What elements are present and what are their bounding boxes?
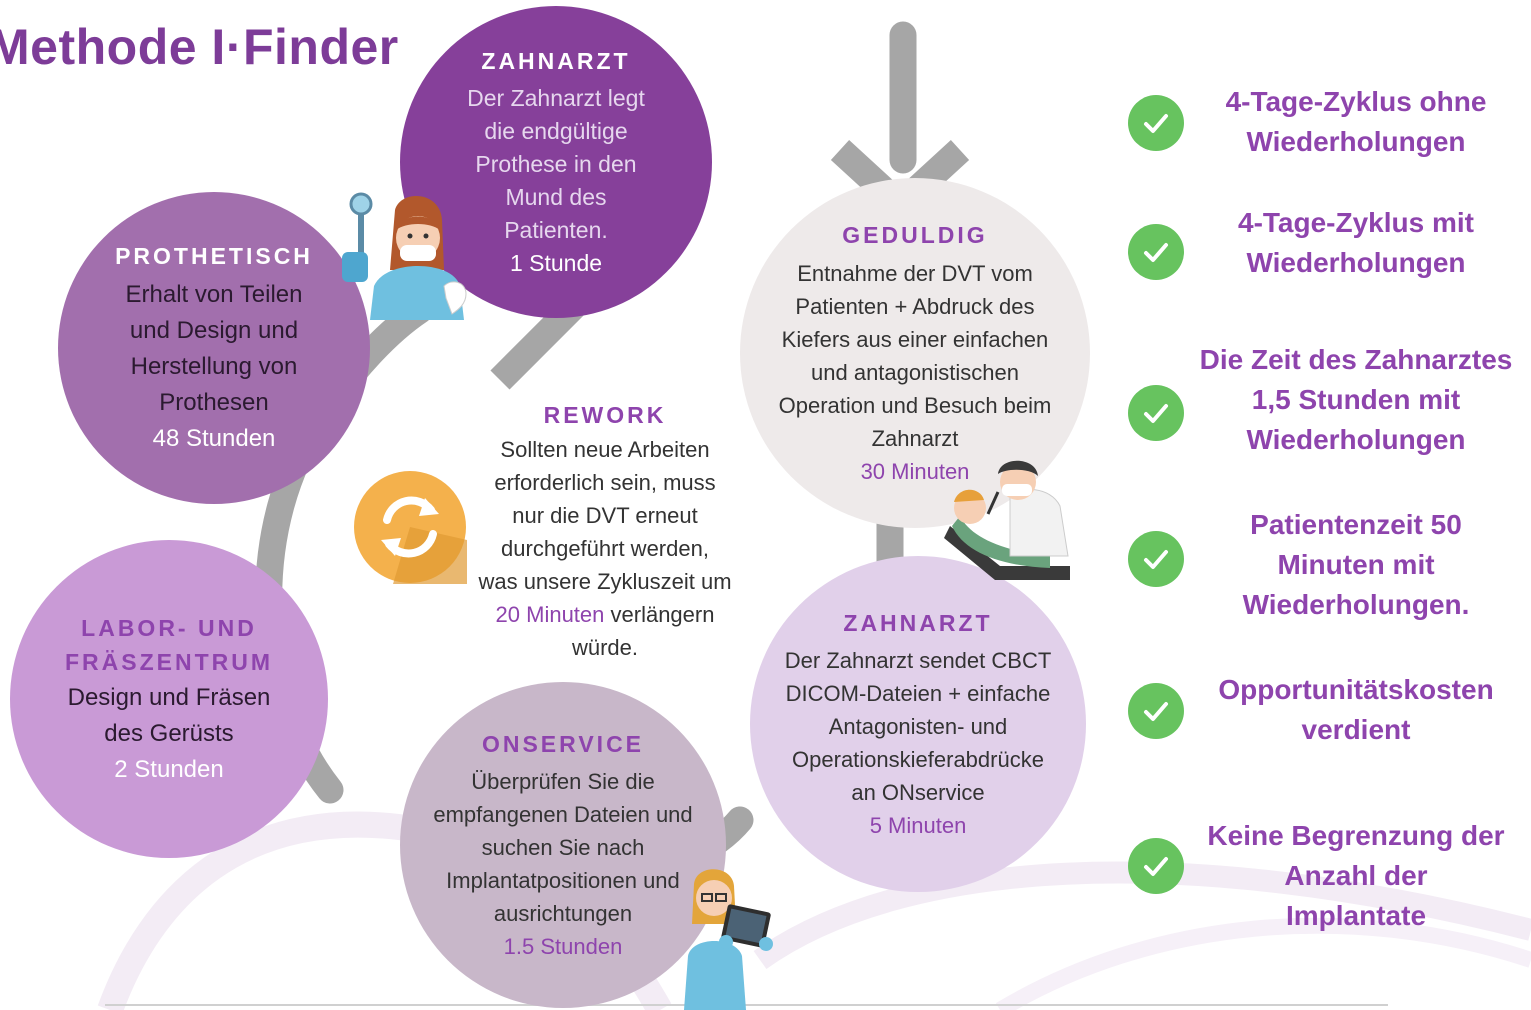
benefit-line: Die Zeit des Zahnarztes (1199, 344, 1513, 375)
rework-title: REWORK (543, 402, 667, 428)
step-body-line: Antagonisten- und (828, 714, 1008, 740)
benefit-item: 4-Tage-Zyklus ohne Wiederholungen (1188, 82, 1524, 162)
step-body-line: DICOM-Dateien + einfache (785, 681, 1051, 707)
step-title-line: LABOR- UND (81, 614, 257, 641)
step-title-line: FRÄSZENTRUM (64, 649, 274, 675)
benefit-item: Opportunitätskosten verdient (1188, 670, 1524, 750)
step-body-line: die endgültige (484, 118, 628, 145)
step-prothetisch: PROTHETISCH Erhalt von Teilen und Design… (58, 192, 370, 504)
benefit-line: Opportunitätskosten (1218, 674, 1494, 705)
step-body-line: Der Zahnarzt sendet CBCT (784, 648, 1052, 674)
step-body-line: Implantatpositionen und (446, 868, 680, 894)
step-body: Design und Fräsen des Gerüsts (68, 680, 271, 752)
step-body: Entnahme der DVT vom Patienten + Abdruck… (779, 257, 1052, 455)
benefit-line: verdient (1301, 714, 1411, 745)
step-time: 2 Stunden (114, 755, 224, 783)
step-zahnarzt-send: ZAHNARZT Der Zahnarzt sendet CBCT DICOM-… (750, 556, 1086, 892)
step-body-line: und antagonistischen (811, 359, 1019, 385)
step-body-line: Mund des (505, 184, 607, 211)
step-body-line: Operationskieferabdrücke (792, 747, 1044, 773)
step-body-line: Herstellung von (130, 353, 298, 381)
benefit-item: Keine Begrenzung der Anzahl der Implanta… (1188, 816, 1524, 936)
benefit-line: 4-Tage-Zyklus ohne (1225, 86, 1487, 117)
benefit-line: Wiederholungen (1246, 424, 1466, 455)
step-body-line: Zahnarzt (871, 425, 959, 451)
rework-line: erforderlich sein, muss (494, 469, 716, 495)
step-labor: LABOR- UND FRÄSZENTRUM Design und Fräsen… (10, 540, 328, 858)
step-body-line: Patienten. (504, 217, 608, 244)
benefit-line: 4-Tage-Zyklus mit (1238, 207, 1474, 238)
rework-body: Sollten neue Arbeiten erforderlich sein,… (460, 433, 750, 664)
step-body-line: Erhalt von Teilen (125, 281, 303, 309)
step-body-line: und Design und (129, 317, 299, 345)
step-body: Der Zahnarzt legt die endgültige Prothes… (467, 82, 645, 247)
step-time: 1 Stunde (509, 250, 603, 277)
step-title: PROTHETISCH (115, 242, 313, 269)
rework-line: durchgeführt werden, (501, 535, 709, 561)
step-zahnarzt-final: ZAHNARZT Der Zahnarzt legt die endgültig… (400, 6, 712, 318)
rework-line: was unsere Zykluszeit um (478, 568, 732, 594)
check-icon (1128, 838, 1184, 894)
dentist-woman-icon (342, 192, 467, 320)
step-body-line: Prothesen (159, 389, 269, 417)
step-body-line: des Gerüsts (104, 719, 234, 747)
step-time: 5 Minuten (869, 813, 967, 839)
check-icon (1128, 683, 1184, 739)
step-title: ZAHNARZT (481, 47, 631, 74)
step-time: 48 Stunden (152, 425, 276, 453)
step-body-line: Prothese in den (475, 151, 637, 178)
step-body-line: Entnahme der DVT vom (797, 260, 1033, 286)
step-onservice: ONSERVICE Überprüfen Sie die empfangenen… (400, 682, 726, 1008)
benefit-line: Wiederholungen (1246, 247, 1466, 278)
step-title: ZAHNARZT (843, 609, 993, 636)
recycle-icon (354, 471, 467, 584)
rework-line: würde. (571, 634, 639, 660)
step-title: GEDULDIG (842, 222, 988, 249)
step-body-line: Kiefers aus einer einfachen (781, 326, 1049, 352)
step-title: LABOR- UND FRÄSZENTRUM (65, 611, 273, 680)
check-icon (1128, 95, 1184, 151)
step-title: ONSERVICE (481, 730, 645, 757)
rework-note: REWORK Sollten neue Arbeiten erforderlic… (460, 398, 750, 664)
rework-highlight: 20 Minuten (495, 601, 605, 627)
step-body-line: suchen Sie nach (481, 835, 645, 861)
benefit-item: Die Zeit des Zahnarztes 1,5 Stunden mit … (1188, 340, 1524, 460)
step-body: Erhalt von Teilen und Design und Herstel… (126, 277, 303, 421)
step-body-line: Überprüfen Sie die (471, 769, 655, 795)
benefit-line: Patientenzeit 50 (1250, 509, 1462, 540)
step-body-line: Patienten + Abdruck des (795, 293, 1035, 319)
benefit-line: Minuten mit (1277, 549, 1435, 580)
dentist-patient-icon (944, 460, 1070, 580)
step-time: 1.5 Stunden (503, 934, 623, 960)
benefit-item: Patientenzeit 50 Minuten mit Wiederholun… (1188, 505, 1524, 625)
step-time: 30 Minuten (860, 458, 970, 484)
technician-tablet-icon (684, 869, 773, 1010)
benefit-line: Wiederholungen (1246, 126, 1466, 157)
benefit-line: Keine Begrenzung der (1207, 820, 1505, 851)
check-icon (1128, 224, 1184, 280)
step-body-line: ausrichtungen (493, 901, 633, 927)
step-body: Überprüfen Sie die empfangenen Dateien u… (433, 765, 692, 930)
benefit-item: 4-Tage-Zyklus mit Wiederholungen (1188, 203, 1524, 283)
step-body: Der Zahnarzt sendet CBCT DICOM-Dateien +… (785, 644, 1052, 809)
rework-line: Sollten neue Arbeiten (500, 436, 710, 462)
rework-line-end: verlängern (604, 601, 715, 627)
step-body-line: empfangenen Dateien und (433, 802, 693, 828)
step-body-line: an ONservice (851, 780, 985, 806)
page-title: Methode I·Finder (0, 19, 399, 75)
benefit-line: Implantate (1285, 900, 1427, 931)
check-icon (1128, 385, 1184, 441)
step-body-line: Design und Fräsen (67, 683, 271, 711)
benefit-line: Anzahl der (1284, 860, 1428, 891)
check-icon (1128, 531, 1184, 587)
rework-line: 20 Minuten verlängern (460, 598, 750, 631)
step-body-line: Der Zahnarzt legt (467, 85, 645, 112)
benefit-line: Wiederholungen. (1242, 589, 1470, 620)
step-body-line: Operation und Besuch beim (778, 392, 1052, 418)
rework-line: nur die DVT erneut (512, 502, 698, 528)
benefit-line: 1,5 Stunden mit (1251, 384, 1461, 415)
